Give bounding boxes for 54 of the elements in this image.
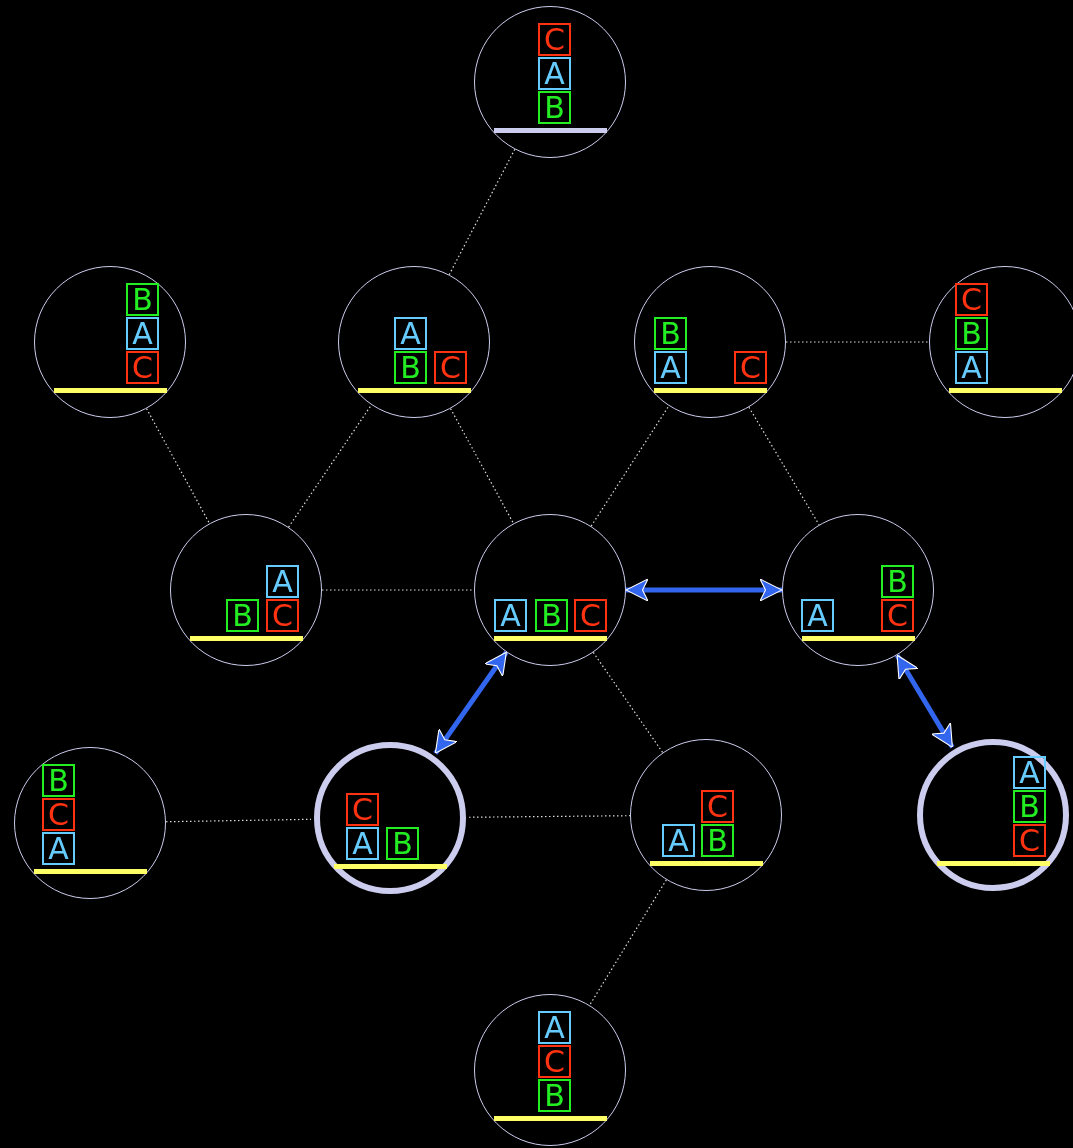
letter-block: C bbox=[346, 793, 379, 826]
dotted-line bbox=[468, 815, 631, 818]
letter-block: C bbox=[42, 798, 75, 831]
letter-block: C bbox=[434, 351, 467, 384]
letter-block: B bbox=[42, 764, 75, 797]
letter-block: B bbox=[535, 599, 568, 632]
dotted-line bbox=[321, 589, 475, 591]
letter-block: C bbox=[538, 23, 571, 56]
letter-block: A bbox=[955, 351, 988, 384]
letter-block: A bbox=[42, 832, 75, 865]
dotted-line bbox=[288, 404, 372, 528]
letter-block: C bbox=[881, 599, 914, 632]
letter-block: A bbox=[346, 827, 379, 860]
dotted-line bbox=[145, 408, 211, 524]
letter-block: A bbox=[126, 317, 159, 350]
dotted-line bbox=[589, 879, 667, 1006]
letter-block: B bbox=[126, 283, 159, 316]
letter-block: C bbox=[734, 351, 767, 384]
letter-block: C bbox=[1013, 824, 1046, 857]
letter-block: A bbox=[1013, 756, 1046, 789]
dotted-line bbox=[748, 406, 820, 526]
letter-block: B bbox=[1013, 790, 1046, 823]
letter-block: B bbox=[881, 565, 914, 598]
letter-block: B bbox=[386, 827, 419, 860]
letter-block: C bbox=[538, 1045, 571, 1078]
letter-block: C bbox=[266, 599, 299, 632]
letter-block: A bbox=[494, 599, 527, 632]
letter-block: A bbox=[266, 565, 299, 598]
letter-block: B bbox=[654, 317, 687, 350]
letter-block: A bbox=[662, 824, 695, 857]
letter-block: A bbox=[538, 57, 571, 90]
double-arrow bbox=[894, 653, 955, 749]
letter-block: A bbox=[538, 1011, 571, 1044]
letter-block: B bbox=[394, 351, 427, 384]
dotted-line bbox=[590, 405, 670, 527]
double-arrow bbox=[433, 650, 509, 755]
dotted-line bbox=[592, 651, 664, 754]
dotted-line bbox=[785, 341, 930, 343]
letter-block: C bbox=[574, 599, 607, 632]
letter-block: C bbox=[955, 283, 988, 316]
letter-block: B bbox=[955, 317, 988, 350]
dotted-line bbox=[449, 408, 515, 524]
letter-block: B bbox=[701, 824, 734, 857]
letter-block: B bbox=[538, 1079, 571, 1112]
letter-block: A bbox=[801, 599, 834, 632]
double-arrow bbox=[625, 578, 783, 602]
letter-block: A bbox=[654, 351, 687, 384]
letter-block: C bbox=[701, 790, 734, 823]
letter-block: B bbox=[538, 91, 571, 124]
dotted-line bbox=[165, 818, 312, 823]
dotted-line bbox=[448, 148, 516, 276]
letter-block: A bbox=[394, 317, 427, 350]
letter-block: B bbox=[226, 599, 259, 632]
letter-block: C bbox=[126, 351, 159, 384]
